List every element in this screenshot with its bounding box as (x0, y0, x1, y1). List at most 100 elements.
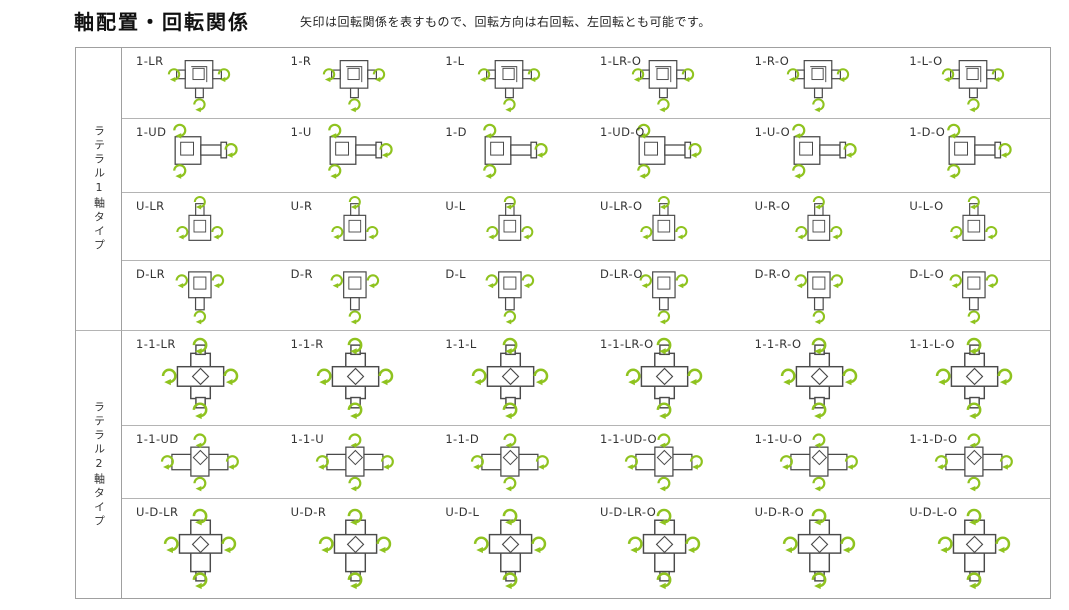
gearbox-diagram (949, 270, 998, 324)
table-cell: 1-U-O (740, 118, 896, 192)
rotation-arrow-icon (176, 225, 189, 239)
rotation-arrow-icon (328, 163, 342, 179)
gearbox-diagram (176, 195, 224, 241)
gearbox-diagram (477, 60, 540, 113)
rotation-arrow-icon (471, 368, 487, 386)
rotation-arrow-icon (966, 571, 982, 589)
rotation-arrow-icon (812, 310, 826, 324)
table-cell: U-LR (122, 192, 277, 260)
rotation-arrow-icon (378, 368, 394, 386)
rotation-arrow-icon (941, 68, 954, 83)
gearbox-diagram (780, 337, 858, 420)
cell-label: 1-U (290, 125, 312, 139)
rotation-arrow-icon (502, 571, 518, 589)
rotation-arrow-icon (531, 535, 546, 553)
rotation-arrow-icon (331, 225, 344, 239)
rotation-arrow-icon (221, 535, 237, 553)
rotation-arrow-icon (625, 454, 639, 470)
rotation-arrow-icon (985, 273, 998, 288)
table-cell: 1-1-L (431, 330, 586, 425)
gearbox-diagram (795, 195, 843, 241)
rotation-arrow-icon (984, 225, 997, 239)
table-cell: U-D-R (276, 498, 432, 598)
rotation-arrow-icon (348, 98, 361, 113)
gearbox-diagram (934, 432, 1013, 491)
rotation-arrow-icon (223, 368, 239, 386)
rotation-arrow-icon (626, 368, 641, 386)
cell-label: 1-L-O (909, 54, 943, 68)
rotation-arrow-icon (348, 195, 361, 209)
rotation-arrow-icon (836, 68, 850, 83)
rotation-arrow-icon (164, 535, 179, 553)
rotation-arrow-icon (676, 273, 689, 288)
rotation-arrow-icon (318, 535, 334, 553)
rotation-arrow-icon (193, 432, 207, 448)
rotation-arrow-icon (502, 508, 518, 525)
rotation-arrow-icon (657, 432, 671, 448)
rotation-arrow-icon (779, 454, 793, 470)
rotation-arrow-icon (194, 195, 207, 209)
rotation-arrow-icon (521, 273, 534, 288)
cell-label: 1-R-O (754, 54, 790, 68)
rotation-arrow-icon (347, 402, 363, 420)
rotation-arrow-icon (322, 68, 336, 83)
table-cell: D-LR (122, 260, 277, 330)
gearbox-diagram (941, 60, 1004, 113)
cell-label: 1-1-UD (136, 432, 179, 446)
gearbox-diagram (175, 270, 225, 324)
table-cell: 1-1-LR-O (586, 330, 741, 425)
rotation-arrow-icon (470, 454, 484, 470)
table-cell: 1-1-U-O (740, 425, 896, 498)
rotation-arrow-icon (811, 337, 827, 355)
rotation-arrow-icon (830, 273, 844, 288)
gearbox-diagram (315, 432, 394, 491)
gearbox-diagram (794, 270, 844, 324)
gearbox-diagram (161, 432, 240, 491)
rotation-arrow-icon (786, 68, 800, 83)
rotation-arrow-icon (637, 163, 651, 179)
gearbox-diagram (640, 195, 688, 241)
table-cell: D-L (431, 260, 586, 330)
rotation-arrow-icon (780, 368, 796, 386)
rotation-arrow-icon (162, 368, 177, 386)
rotation-arrow-icon (966, 508, 982, 525)
rotation-arrow-icon (347, 337, 363, 355)
table-cell: U-R (276, 192, 432, 260)
gearbox-diagram (164, 508, 237, 589)
gearbox-diagram (639, 270, 689, 324)
cell-label: 1-1-D (445, 432, 480, 446)
gearbox-diagram (485, 270, 534, 324)
gearbox-diagram (331, 195, 379, 241)
table-cell: U-L-O (895, 192, 1050, 260)
rotation-arrow-icon (937, 535, 953, 553)
rotation-arrow-icon (967, 432, 981, 448)
cell-label: 1-U-O (754, 125, 791, 139)
rotation-arrow-icon (347, 571, 363, 589)
rotation-arrow-icon (502, 98, 516, 113)
rotation-arrow-icon (843, 142, 857, 158)
rotation-arrow-icon (211, 225, 224, 239)
table-cell: U-R-O (740, 192, 896, 260)
gearbox-diagram (173, 123, 238, 179)
rotation-arrow-icon (685, 535, 701, 553)
rotation-arrow-icon (379, 142, 393, 158)
cell-label: 1-L (445, 54, 465, 68)
rotation-arrow-icon (175, 273, 189, 288)
table-cell: 1-LR (122, 48, 277, 118)
table-cell: 1-R-O (741, 48, 896, 118)
rotation-arrow-icon (949, 273, 962, 288)
table-cell: U-LR-O (586, 192, 741, 260)
rotation-arrow-icon (840, 535, 856, 553)
table-cell: D-L-O (895, 260, 1050, 330)
cell-label: 1-1-R-O (754, 337, 802, 351)
table-cell: U-D-L-O (895, 498, 1050, 598)
table-cell: 1-1-D-O (895, 425, 1050, 498)
cell-label: D-LR-O (600, 267, 643, 281)
rotation-arrow-icon (193, 310, 207, 324)
gearbox-diagram (937, 508, 1010, 589)
rotation-arrow-icon (502, 337, 518, 355)
rotation-arrow-icon (348, 476, 362, 491)
cell-label: 1-D (445, 125, 467, 139)
rotation-arrow-icon (503, 432, 517, 448)
page-title: 軸配置・回転関係 (74, 10, 250, 34)
